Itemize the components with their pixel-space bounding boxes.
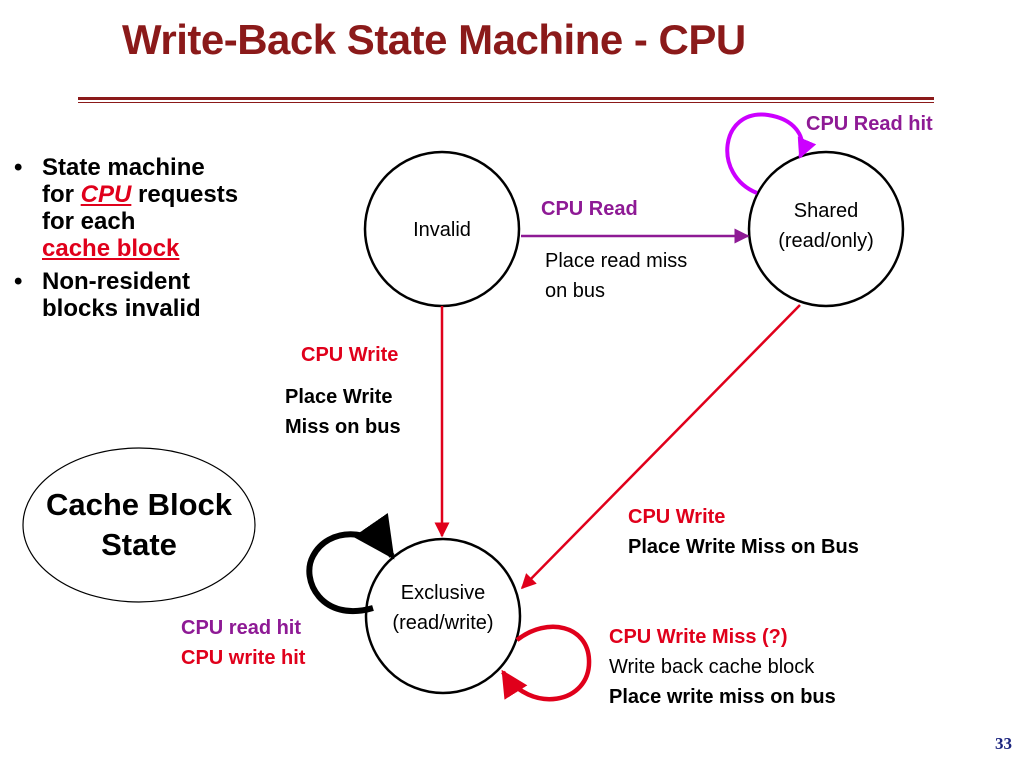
action-line: Place write miss on bus [609,686,836,708]
bullet-dot: • [14,154,23,181]
bullet-text: blocks invalid [42,295,201,322]
legend-line-2: State [101,527,177,562]
event-line: CPU Write Miss (?) [609,626,788,648]
page-number: 33 [995,734,1012,753]
bullet-item-2: • Non-resident blocks invalid [14,268,238,322]
bullet-emphasis-cpu: CPU [80,181,132,208]
shared-to-exclusive-arrow [520,304,801,590]
state-exclusive-label: Exclusive (read/write) [366,578,520,638]
legend-label: Cache Block State [23,485,255,565]
invalid-to-exclusive-event: CPU Write [301,344,399,366]
shared-to-exclusive-event: CPU Write [628,506,726,528]
action-line: Place read miss [545,250,688,272]
state-shared-name: Shared [793,200,859,222]
shared-self-loop-arrow [725,112,817,195]
state-shared-mode: (read/only) [778,230,874,252]
invalid-to-exclusive-action: Place Write Miss on bus [285,382,401,442]
action-line: Write back cache block [609,656,815,678]
bullet-text: for each [42,208,136,235]
event-line: CPU write hit [181,647,306,669]
exclusive-self-loop-right-label: CPU Write Miss (?) Write back cache bloc… [609,622,836,712]
invalid-to-shared-event: CPU Read [541,198,638,220]
action-line: on bus [545,280,606,302]
action-line: Miss on bus [285,416,401,438]
bullet-text: State machine [42,154,205,181]
exclusive-self-loop-left-label: CPU read hit CPU write hit [181,613,305,673]
title-rule [78,97,934,100]
title-rule-thin [78,102,934,103]
legend-ellipse [22,447,256,603]
slide-title: Write-Back State Machine - CPU [122,16,746,63]
legend-line-1: Cache Block [45,487,233,522]
invalid-to-shared-action: Place read miss on bus [545,246,687,306]
event-line: CPU read hit [181,617,302,639]
bullet-dot: • [14,268,23,295]
bullet-emphasis-cache-block: cache block [42,235,180,262]
state-invalid-label: Invalid [413,219,471,241]
shared-self-loop-label: CPU Read hit [806,113,933,135]
bullet-text: for [42,181,81,208]
state-exclusive-circle [364,537,522,695]
bullet-text: requests [131,181,239,208]
action-line: Place Write [285,386,393,408]
state-exclusive-name: Exclusive [400,582,486,604]
shared-to-exclusive-action: Place Write Miss on Bus [628,536,859,558]
state-shared-label: Shared (read/only) [749,196,903,256]
state-exclusive-mode: (read/write) [392,612,494,634]
bullet-text: Non-resident [42,268,191,295]
exclusive-self-loop-right-arrow [501,624,592,702]
exclusive-self-loop-left-arrow [306,512,395,615]
bullet-item-1: • State machine for CPU requests for eac… [14,154,238,262]
bullet-list: • State machine for CPU requests for eac… [14,154,238,328]
